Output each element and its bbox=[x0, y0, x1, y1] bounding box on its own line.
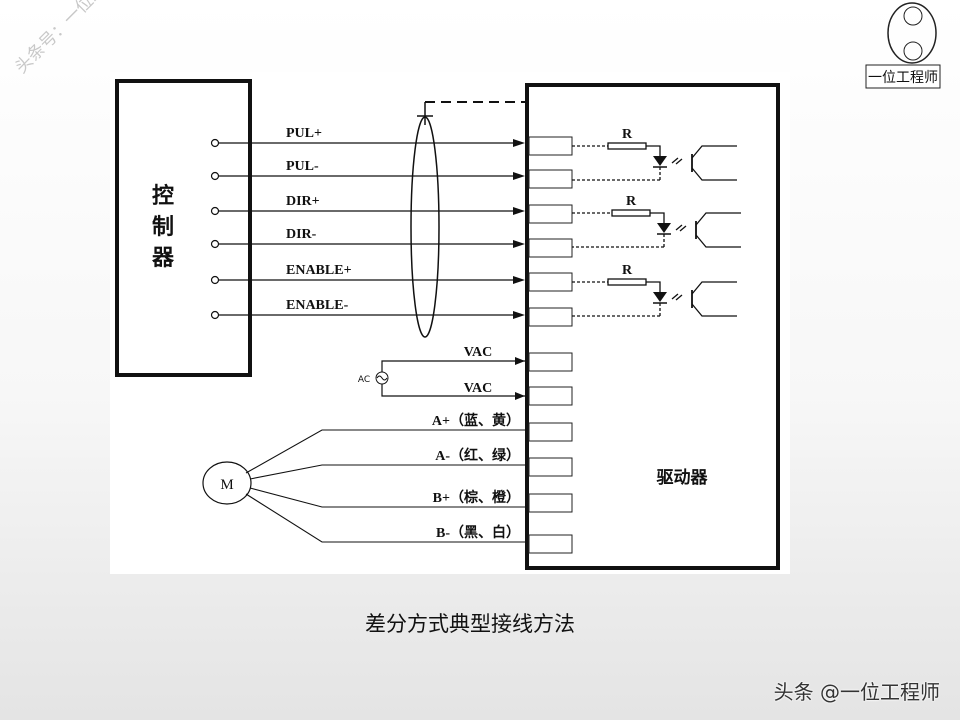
phase-label: A+（蓝、黄） bbox=[432, 412, 520, 429]
resistor-label: R bbox=[622, 127, 633, 142]
arrow-icon bbox=[513, 240, 525, 248]
terminal-dot bbox=[210, 239, 220, 249]
terminal-block bbox=[528, 493, 573, 513]
terminal-block bbox=[528, 352, 573, 372]
led-diode bbox=[653, 156, 667, 166]
terminal-block bbox=[528, 307, 573, 327]
resistor bbox=[607, 142, 647, 150]
phase-label: B-（黑、白） bbox=[436, 524, 520, 541]
signal-label: PUL+ bbox=[286, 126, 322, 141]
motor-wire bbox=[245, 493, 527, 543]
signal-label: ENABLE+ bbox=[286, 263, 352, 278]
signal-line: PUL+ bbox=[210, 126, 525, 148]
optocoupler: R bbox=[572, 263, 737, 317]
driver-box bbox=[525, 83, 780, 570]
signal-line: ENABLE- bbox=[210, 298, 525, 320]
signal-label: DIR- bbox=[286, 227, 317, 242]
terminal-dot bbox=[210, 275, 220, 285]
terminal-block bbox=[528, 169, 573, 189]
logo-text: 一位工程师 bbox=[868, 70, 938, 86]
led-diode bbox=[653, 292, 667, 302]
controller-box bbox=[115, 79, 252, 377]
motor-wire bbox=[245, 429, 527, 474]
caption: 差分方式典型接线方法 bbox=[365, 612, 575, 636]
terminal-block bbox=[528, 136, 573, 156]
driver-label: 驱动器 bbox=[657, 468, 709, 488]
resistor bbox=[611, 209, 651, 217]
motor-symbol bbox=[202, 461, 252, 505]
signal-label: PUL- bbox=[286, 159, 319, 174]
terminal-dot bbox=[210, 310, 220, 320]
controller-label-3: 器 bbox=[151, 246, 175, 271]
logo: 一位工程师 bbox=[865, 2, 941, 89]
optocoupler: R bbox=[572, 127, 737, 181]
arrow-icon bbox=[513, 311, 525, 319]
signal-label: ENABLE- bbox=[286, 298, 349, 313]
led-diode bbox=[657, 223, 671, 233]
ac-source: AC VAC VAC bbox=[358, 345, 525, 400]
motor-wire bbox=[249, 487, 527, 508]
arrow-icon bbox=[513, 207, 525, 215]
signal-line: DIR- bbox=[210, 227, 525, 249]
arrow-icon bbox=[513, 139, 525, 147]
terminal-block bbox=[528, 238, 573, 258]
motor-label: M bbox=[220, 477, 233, 493]
phase-label: B+（棕、橙） bbox=[433, 489, 520, 506]
controller-label-2: 制 bbox=[152, 215, 174, 240]
terminal-dot bbox=[210, 171, 220, 181]
signal-line: DIR+ bbox=[210, 194, 525, 216]
signal-line: ENABLE+ bbox=[210, 263, 525, 285]
controller-label-1: 控 bbox=[152, 183, 174, 209]
motor-wire bbox=[249, 464, 527, 480]
resistor bbox=[607, 278, 647, 286]
vac-label-1: VAC bbox=[464, 345, 493, 360]
signal-line: PUL- bbox=[210, 159, 525, 181]
shield-ellipse bbox=[410, 116, 440, 338]
terminal-block bbox=[528, 457, 573, 477]
terminal-block bbox=[528, 534, 573, 554]
terminal-block bbox=[528, 422, 573, 442]
watermark-bottom-right: 头条 @一位工程师 bbox=[773, 680, 940, 704]
resistor-label: R bbox=[626, 194, 637, 209]
terminal-dot bbox=[210, 206, 220, 216]
ac-label: AC bbox=[358, 375, 370, 385]
terminal-block bbox=[528, 204, 573, 224]
resistor-label: R bbox=[622, 263, 633, 278]
vac-label-2: VAC bbox=[464, 381, 493, 396]
terminal-dot bbox=[210, 138, 220, 148]
optocoupler: R bbox=[572, 194, 741, 248]
signal-label: DIR+ bbox=[286, 194, 320, 209]
arrow-icon bbox=[513, 276, 525, 284]
terminal-block bbox=[528, 272, 573, 292]
motor: M A+（蓝、黄） A-（红、绿） B+（棕、橙） B-（黑、白） bbox=[202, 412, 527, 543]
phase-label: A-（红、绿） bbox=[435, 447, 520, 464]
terminal-block bbox=[528, 386, 573, 406]
arrow-icon bbox=[513, 172, 525, 180]
